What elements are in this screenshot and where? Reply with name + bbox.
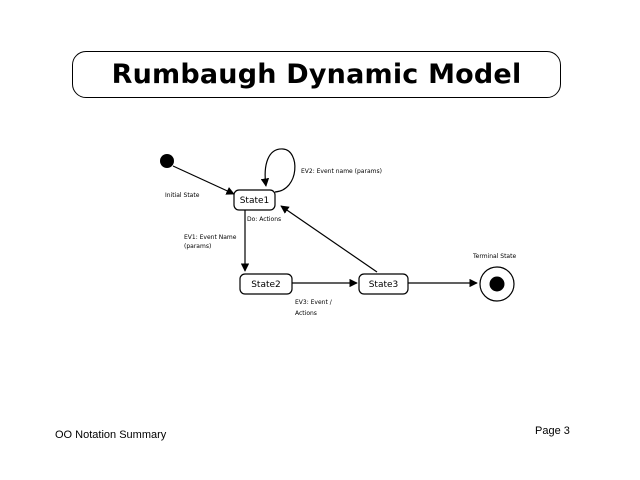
- transition-state3-to-state1: [280, 205, 378, 273]
- slide-title: Rumbaugh Dynamic Model: [111, 59, 522, 90]
- ev2-label: EV2: Event name (params): [301, 168, 382, 175]
- page-number: Page 3: [535, 425, 570, 437]
- ev1-label-line1: EV1: Event Name: [184, 234, 237, 241]
- footer-left: OO Notation Summary: [55, 429, 167, 441]
- ev1-label-line2: (params): [184, 243, 211, 250]
- ev3-label-line1: EV3: Event /: [295, 299, 333, 306]
- initial-state-dot: [160, 154, 174, 168]
- state2-box: [239, 273, 293, 295]
- title-box: Rumbaugh Dynamic Model: [72, 51, 561, 98]
- do-actions-label: Do: Actions: [247, 216, 281, 223]
- state1-box: [233, 189, 276, 211]
- state3-label: State3: [369, 280, 399, 290]
- ev3-label-line2: Actions: [295, 310, 317, 317]
- transition-state1-self-loop: [260, 148, 296, 193]
- state2-label: State2: [251, 280, 281, 290]
- initial-state-label: Initial State: [165, 192, 200, 199]
- terminal-state-dot: [489, 276, 505, 292]
- transition-initial-to-state1: [172, 165, 235, 195]
- state1-label: State1: [240, 196, 270, 206]
- state3-box: [358, 273, 409, 295]
- terminal-state-label: Terminal State: [472, 253, 516, 260]
